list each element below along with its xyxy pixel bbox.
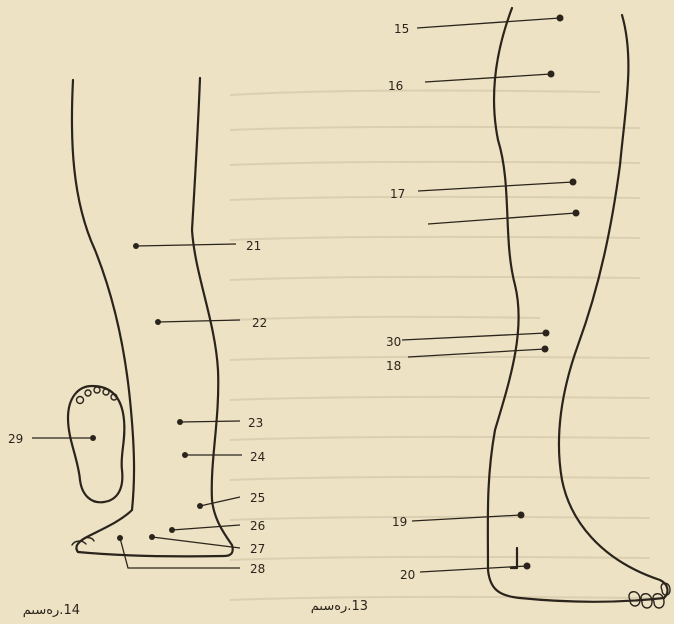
label-21: 21 (246, 239, 261, 253)
label-16: 16 (388, 79, 403, 93)
point-25-dot (197, 503, 203, 509)
point-27-dot (149, 534, 155, 540)
label-26: 26 (250, 519, 265, 533)
point-17b-dot (573, 210, 580, 217)
acupoint-dots (90, 15, 580, 570)
leader-17b (428, 213, 576, 224)
point-23-dot (177, 419, 183, 425)
point-21-dot (133, 243, 139, 249)
leader-30 (402, 333, 546, 340)
figure-13-caption: 13.رەسىم (311, 599, 368, 614)
toe-3 (94, 387, 100, 393)
leader-15 (417, 18, 560, 28)
point-17a-dot (570, 179, 577, 186)
label-27: 27 (250, 542, 265, 556)
leader-26 (172, 525, 240, 530)
leg13-front-contour (559, 15, 668, 598)
label-15: 15 (394, 22, 409, 36)
leg13-toes (629, 583, 670, 608)
leg14-toes (72, 538, 94, 545)
leader-17a (418, 182, 573, 191)
leader-28 (120, 538, 240, 568)
label-19: 19 (392, 515, 407, 529)
point-29-dot (90, 435, 96, 441)
point-15-dot (557, 15, 564, 22)
leg14-right-contour (192, 78, 233, 556)
label-24: 24 (250, 450, 265, 464)
label-29: 29 (8, 432, 23, 446)
figure-14-leg (72, 78, 233, 556)
label-18: 18 (386, 359, 401, 373)
toe-2 (85, 390, 91, 396)
background-bleed-text (230, 91, 650, 600)
point-28-dot (117, 535, 123, 541)
leader-22 (158, 320, 240, 322)
leader-23 (180, 421, 240, 422)
point-16-dot (548, 71, 555, 78)
label-28: 28 (250, 562, 265, 576)
label-30: 30 (386, 335, 401, 349)
label-20: 20 (400, 568, 415, 582)
leader-21 (136, 244, 236, 246)
point-20-dot (524, 563, 531, 570)
leg14-sole-contour (78, 552, 224, 556)
leader-16 (425, 74, 551, 82)
label-17: 17 (390, 187, 405, 201)
label-22: 22 (252, 316, 267, 330)
toe-4 (103, 389, 109, 395)
figure-14-caption: 14.رەسىم (23, 603, 80, 618)
point-30-dot (543, 330, 550, 337)
leg13-back-contour (488, 8, 520, 598)
point-22-dot (155, 319, 161, 325)
label-23: 23 (248, 416, 263, 430)
toe-1 (77, 397, 84, 404)
point-18-dot (542, 346, 549, 353)
leader-18 (408, 349, 545, 357)
point-26-dot (169, 527, 175, 533)
label-25: 25 (250, 491, 265, 505)
leader-25 (200, 497, 240, 506)
point-24-dot (182, 452, 188, 458)
point-19-dot (518, 512, 525, 519)
footprint-outline (68, 386, 124, 502)
